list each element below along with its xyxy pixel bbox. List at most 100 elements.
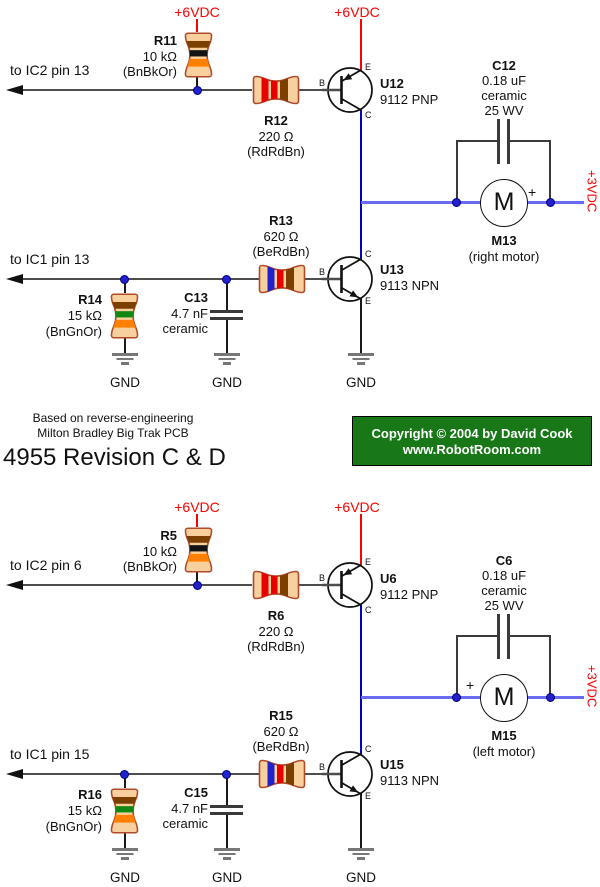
gnd-bar xyxy=(348,353,374,356)
rail-label-3vdc: +3VDC xyxy=(584,170,600,213)
net-label-to-ic2: to IC2 pin 6 xyxy=(10,557,82,573)
ref-des: R13 xyxy=(269,213,293,228)
snubber-top-left xyxy=(456,140,498,142)
filter-cap-bottom-lead xyxy=(226,320,228,353)
filter-cap-plate-top xyxy=(210,310,243,313)
color-band-1 xyxy=(261,76,269,104)
pin-label-emitter: E xyxy=(365,62,372,72)
motor-desc: (right motor) xyxy=(468,248,540,264)
color-band-2 xyxy=(277,265,284,293)
gnd-bar xyxy=(357,362,365,365)
pullup-resistor-symbol xyxy=(184,527,213,573)
color-band-1 xyxy=(185,535,212,543)
junction-dot xyxy=(222,770,231,779)
color-band-2 xyxy=(271,76,278,104)
gnd-bar xyxy=(223,362,231,365)
color-band-3 xyxy=(280,76,288,104)
arrow-to-ic1-icon xyxy=(6,769,23,779)
pin-label-collector: C xyxy=(365,744,372,754)
gnd-symbol xyxy=(111,353,139,366)
pin-label-emitter: E xyxy=(365,296,372,306)
copyright-box: Copyright © 2004 by David Cook www.Robot… xyxy=(352,416,592,466)
npn-base-wire xyxy=(304,278,326,281)
junction-dot xyxy=(452,693,461,702)
motor-label: M15 (left motor) xyxy=(434,728,574,759)
color-code: (BnGnOr) xyxy=(45,819,102,834)
gnd-label: GND xyxy=(110,375,140,390)
color-code: (RdRdBn) xyxy=(247,144,305,159)
pulldown-top-lead xyxy=(124,775,126,788)
arrow-to-ic2-icon xyxy=(6,580,23,590)
gnd-bar xyxy=(116,357,134,361)
snubber-right-leg xyxy=(549,635,551,697)
color-code: (BeRdBn) xyxy=(252,244,310,259)
color-band-2 xyxy=(111,806,138,813)
pullup-bottom-lead xyxy=(196,569,198,586)
pin-label-collector: C xyxy=(365,605,372,615)
value: 15 kΩ xyxy=(67,308,102,323)
color-band-1 xyxy=(267,265,275,293)
gnd-symbol xyxy=(213,848,241,861)
npn-emitter-wire xyxy=(360,297,362,353)
ref-des: R14 xyxy=(78,292,102,307)
motor-polarity: + xyxy=(528,184,537,200)
part-number: 9113 NPN xyxy=(380,278,440,293)
pullup-resistor-symbol xyxy=(184,32,213,78)
value: 0.18 uF xyxy=(481,73,527,88)
gnd-label: GND xyxy=(346,870,376,885)
color-band-3 xyxy=(185,58,212,67)
motor-label: M13 (right motor) xyxy=(434,233,574,264)
npn-arrow xyxy=(349,785,359,793)
value: 10 kΩ xyxy=(142,48,177,64)
pulldown-resistor-symbol xyxy=(110,293,139,339)
pnp-transistor-label: U6 9112 PNP xyxy=(380,571,438,603)
npn-transistor-label: U13 9113 NPN xyxy=(380,262,439,294)
value: 4.7 nF xyxy=(171,305,208,321)
color-band-2 xyxy=(277,760,284,788)
collector-line xyxy=(341,98,362,111)
pin-label-collector: C xyxy=(365,249,372,259)
net-label-to-ic2: to IC2 pin 13 xyxy=(10,62,90,78)
signal-wire-lower xyxy=(14,773,260,776)
value: 620 Ω xyxy=(263,228,299,244)
rating: 25 WV xyxy=(484,598,524,613)
color-band-3 xyxy=(185,553,212,562)
junction-dot xyxy=(222,275,231,284)
motor-symbol: M xyxy=(480,674,528,722)
pulldown-resistor-symbol xyxy=(110,788,139,834)
color-band-2 xyxy=(185,545,212,552)
value: 620 Ω xyxy=(263,723,299,739)
ref-des: R16 xyxy=(78,787,102,802)
part-number: 9112 PNP xyxy=(380,587,439,602)
snubber-top-left xyxy=(456,635,498,637)
motor-symbol: M xyxy=(480,179,528,227)
snubber-cap-plate-right xyxy=(507,614,510,659)
snubber-left-leg xyxy=(456,140,458,202)
npn-transistor-symbol xyxy=(322,256,373,302)
arrow-to-ic2-icon xyxy=(6,85,23,95)
ref-des: M15 xyxy=(491,728,517,743)
color-band-1 xyxy=(261,571,269,599)
value: 220 Ω xyxy=(258,128,294,144)
driver-section-left-motor: M + +6VDC +6VDC to IC2 pin 6 to IC1 pin … xyxy=(0,495,600,887)
note-line-1: Based on reverse-engineering xyxy=(32,411,194,425)
color-band-1 xyxy=(267,760,275,788)
material: ceramic xyxy=(162,816,208,831)
color-code: (BnGnOr) xyxy=(45,324,102,339)
filter-capacitor-label: C15 4.7 nF ceramic xyxy=(108,785,208,832)
npn-base-resistor-symbol xyxy=(258,759,306,789)
gnd-bar xyxy=(357,857,365,860)
value: 15 kΩ xyxy=(67,803,102,818)
color-band-2 xyxy=(185,50,212,57)
color-band-3 xyxy=(111,814,138,823)
rail-label-3vdc: +3VDC xyxy=(584,665,600,708)
net-label-to-ic1: to IC1 pin 13 xyxy=(10,251,90,267)
ref-des: U12 xyxy=(380,76,404,91)
snubber-top-right xyxy=(509,140,551,142)
rating: 25 WV xyxy=(484,103,524,118)
gnd-symbol xyxy=(111,848,139,861)
color-code: (BeRdBn) xyxy=(252,739,310,754)
junction-dot xyxy=(193,86,202,95)
color-band-1 xyxy=(111,796,138,804)
gnd-bar xyxy=(214,353,240,356)
